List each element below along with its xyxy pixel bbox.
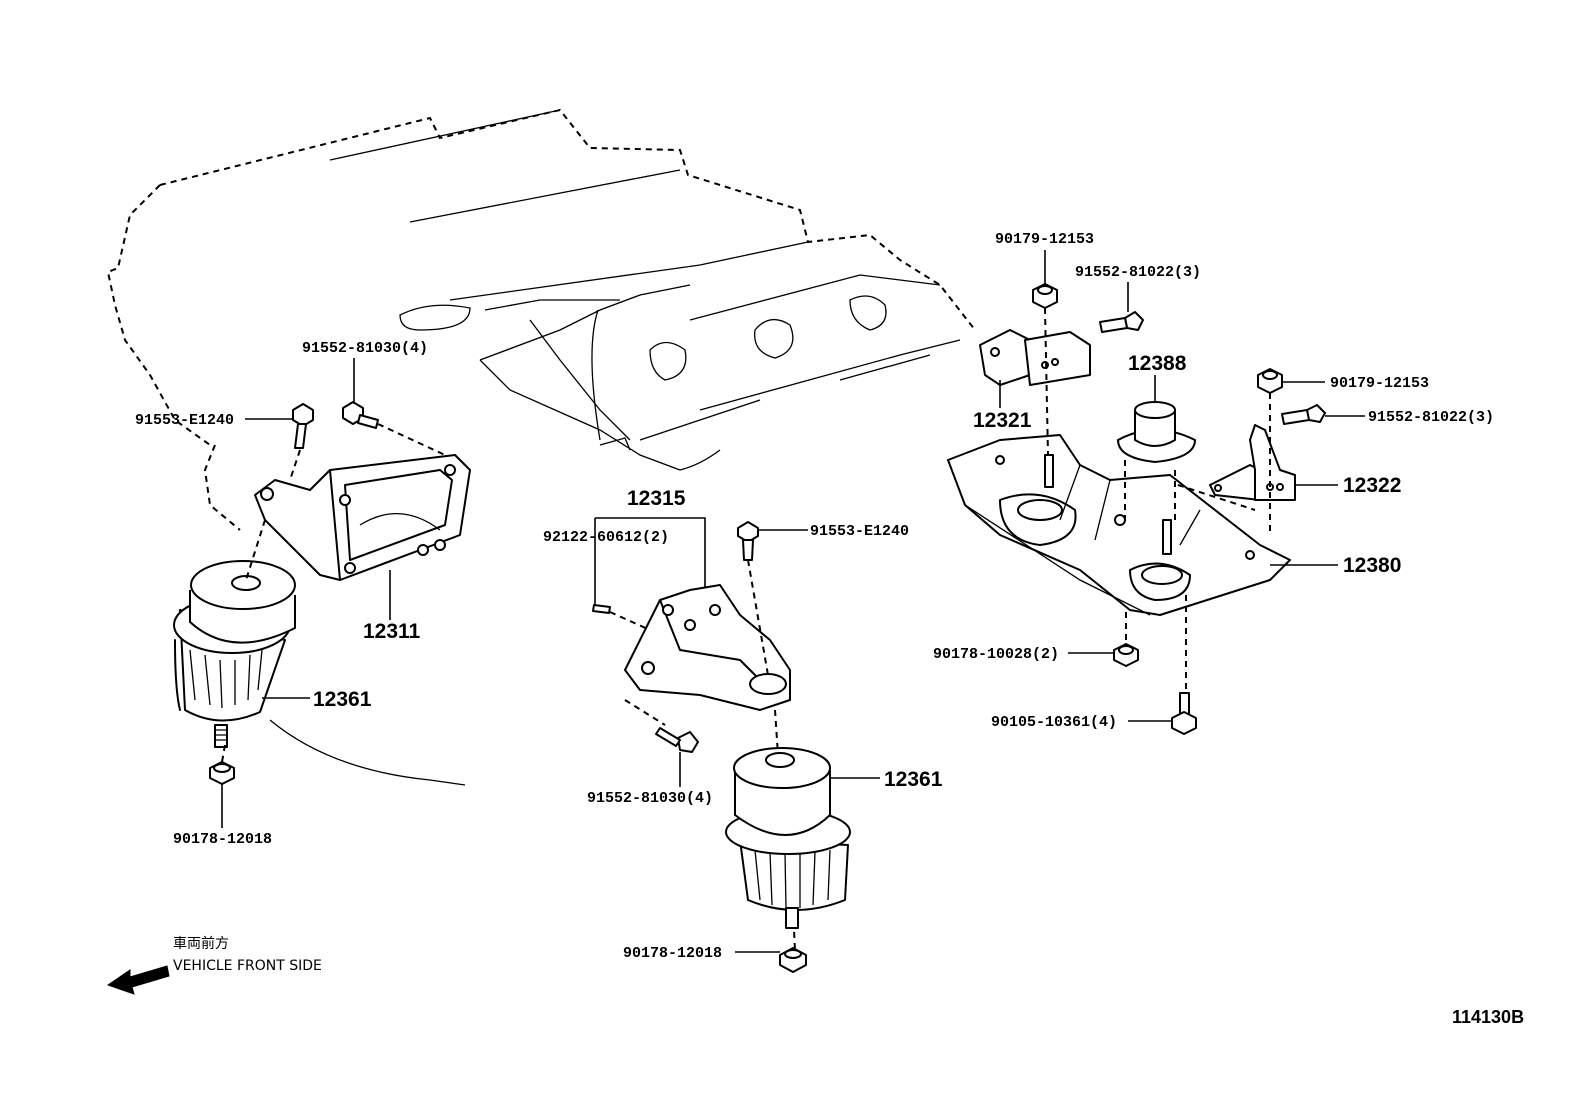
label-91552-81030-center: 91552-81030(4) [587,790,713,807]
label-12388: 12388 [1128,352,1187,375]
bracket-12321 [979,329,1091,386]
left-assembly-lines [221,423,446,763]
bracket-12322 [1209,424,1296,501]
nut-90178-12018-left [209,761,235,785]
insulator-12388 [1117,401,1196,463]
bolt-91552-81030-left [342,401,379,429]
label-12311: 12311 [363,620,421,643]
bolt-91552-81030-center [655,727,699,753]
right-assembly-lines [1044,307,1271,690]
label-91553-E1240-left: 91553-E1240 [135,412,234,429]
nut-90179-12153-right [1257,368,1283,394]
nut-90178-10028 [1113,643,1139,667]
label-91552-81022-right: 91552-81022(3) [1368,409,1494,426]
label-12380: 12380 [1343,554,1401,577]
label-12322: 12322 [1343,474,1401,497]
label-91553-E1240-center: 91553-E1240 [810,523,909,540]
direction-note-jp: 車両前方 [173,935,229,952]
bracket-12311 [254,454,471,581]
crossmember-12380 [947,434,1291,616]
bolt-91552-81022-top [1099,311,1144,333]
label-90178-12018-center: 90178-12018 [623,945,722,962]
label-12321: 12321 [973,409,1032,432]
label-90178-10028: 90178-10028(2) [933,646,1059,663]
bolt-90105-10361 [1171,692,1197,735]
front-arrow-icon [106,965,170,995]
nut-90179-12153-top [1032,283,1058,309]
bolt-91553-E1240-left [292,403,314,449]
label-12315: 12315 [627,487,686,510]
label-90178-12018-left: 90178-12018 [173,831,272,848]
bracket-12315 [624,584,791,711]
engine-mount-left [173,560,296,748]
label-90105-10361: 90105-10361(4) [991,714,1117,731]
label-92122-60612: 92122-60612(2) [543,529,669,546]
label-91552-81022-top: 91552-81022(3) [1075,264,1201,281]
label-90179-12153-right: 90179-12153 [1330,375,1429,392]
engine-mount-center [725,747,851,929]
bolt-91552-81022-right [1281,404,1326,425]
part-labels: 91552-81030(4) 91553-E1240 12311 12361 9… [135,231,1494,962]
label-91552-81030-left: 91552-81030(4) [302,340,428,357]
label-12361-center: 12361 [884,768,943,791]
nut-90178-12018-center [779,947,807,973]
bolt-91553-E1240-center [737,521,759,561]
stud-92122-60612 [592,604,611,614]
label-12361-left: 12361 [313,688,372,711]
image-code: 114130B [1452,1007,1524,1027]
leader-lines [221,250,1365,953]
vehicle-front-indicator: 車両前方 VEHICLE FRONT SIDE [106,935,322,995]
direction-note-en: VEHICLE FRONT SIDE [173,958,322,974]
engine-phantom-outline [106,108,976,786]
label-90179-12153-top: 90179-12153 [995,231,1094,248]
